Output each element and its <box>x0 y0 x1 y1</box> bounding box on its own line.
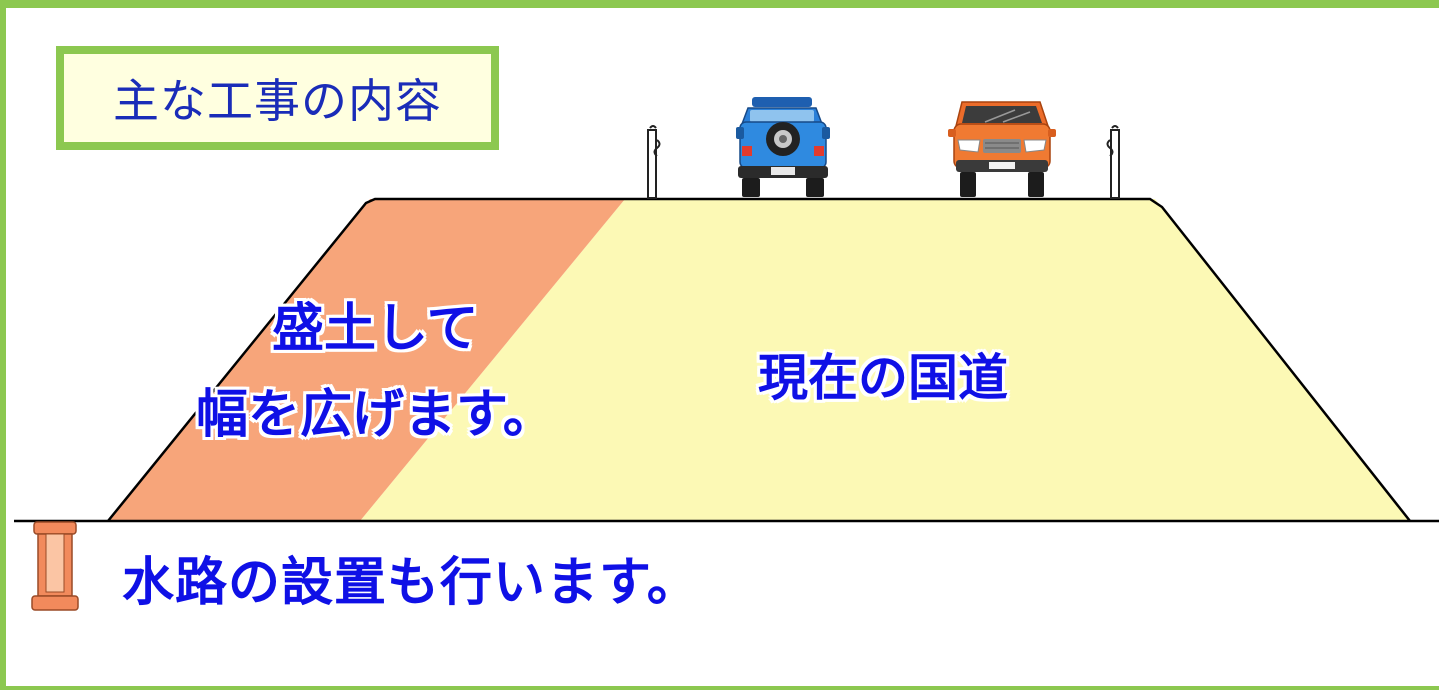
existing-road-label: 現在の国道 <box>758 349 1008 407</box>
guard-post-right-icon <box>1106 125 1120 199</box>
blue-suv-rear-icon <box>736 97 830 197</box>
water-channel-icon <box>31 521 79 611</box>
orange-car-front-icon <box>948 101 1056 197</box>
embankment-fill-area <box>108 199 625 521</box>
embankment-outline <box>107 197 1411 522</box>
existing-road-embankment <box>360 199 1410 521</box>
embankment-label-line2: 幅を広げます。 <box>196 385 555 445</box>
embankment-label-line1: 盛土して <box>272 299 479 359</box>
channel-label: 水路の設置も行います。 <box>122 553 700 613</box>
title-box: 主な工事の内容 <box>56 46 499 150</box>
guard-post-left-icon <box>647 125 661 199</box>
diagram-title: 主な工事の内容 <box>113 74 442 128</box>
